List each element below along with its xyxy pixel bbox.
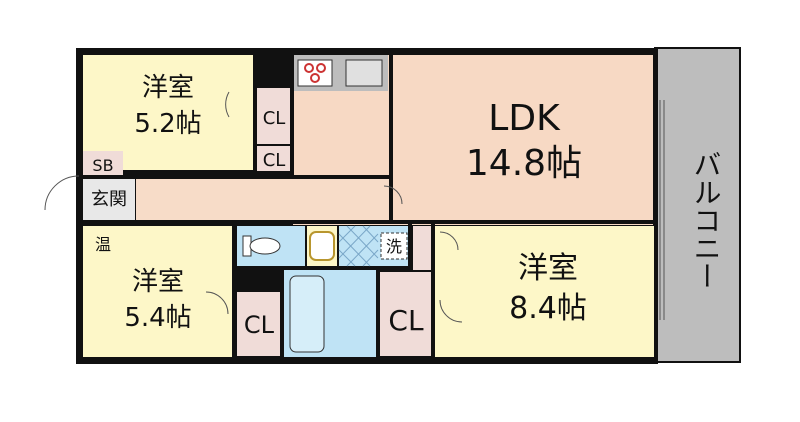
room-name: 洋室 [132, 267, 184, 297]
washroom-tile-icon [338, 225, 379, 267]
closet-label: CL [263, 108, 286, 129]
closet-top-left-2 [256, 146, 292, 171]
room-name: 洋室 [142, 73, 194, 103]
bathtub-icon [289, 275, 325, 353]
room-name: 洋室 [518, 251, 578, 286]
room-name: LDK [488, 98, 561, 139]
room-size: 5.4帖 [124, 303, 191, 333]
room-label-bottom-left: 洋室 5.4帖 [124, 267, 191, 333]
closet-top-left-1 [256, 88, 292, 144]
entrance-label: 玄関 [91, 189, 127, 210]
entrance [83, 178, 135, 220]
balcony-label: バルコニー [690, 150, 723, 290]
shoe-box [83, 151, 123, 176]
door-swing-icon [44, 91, 463, 323]
room-label-right: 洋室 8.4帖 [509, 251, 587, 326]
shoe-box-label: SB [92, 156, 113, 175]
room-western-bottom-left [83, 226, 233, 357]
closet-right [380, 272, 432, 356]
room-western-top-left [83, 55, 255, 170]
washer-label: 洗 [386, 237, 402, 256]
room-size: 8.4帖 [509, 291, 587, 326]
room-size: 5.2帖 [134, 109, 201, 139]
room-label-top-left: 洋室 5.2帖 [134, 73, 201, 139]
closet-label: CL [244, 311, 275, 339]
toilet-icon [242, 235, 281, 257]
water-heater-label: 温 [95, 235, 111, 254]
closet-label: CL [388, 304, 424, 337]
room-label-ldk: LDK 14.8帖 [466, 98, 582, 184]
washer-box [380, 232, 408, 260]
room-size: 14.8帖 [466, 143, 582, 184]
hallway [136, 178, 391, 220]
corridor-right [413, 226, 433, 270]
closet-label: CL [263, 150, 286, 171]
closet-bottom-left [237, 292, 281, 356]
room-western-right [434, 226, 654, 357]
sink-icon [309, 231, 335, 261]
stove-icon [297, 59, 383, 87]
balcony [654, 47, 741, 363]
